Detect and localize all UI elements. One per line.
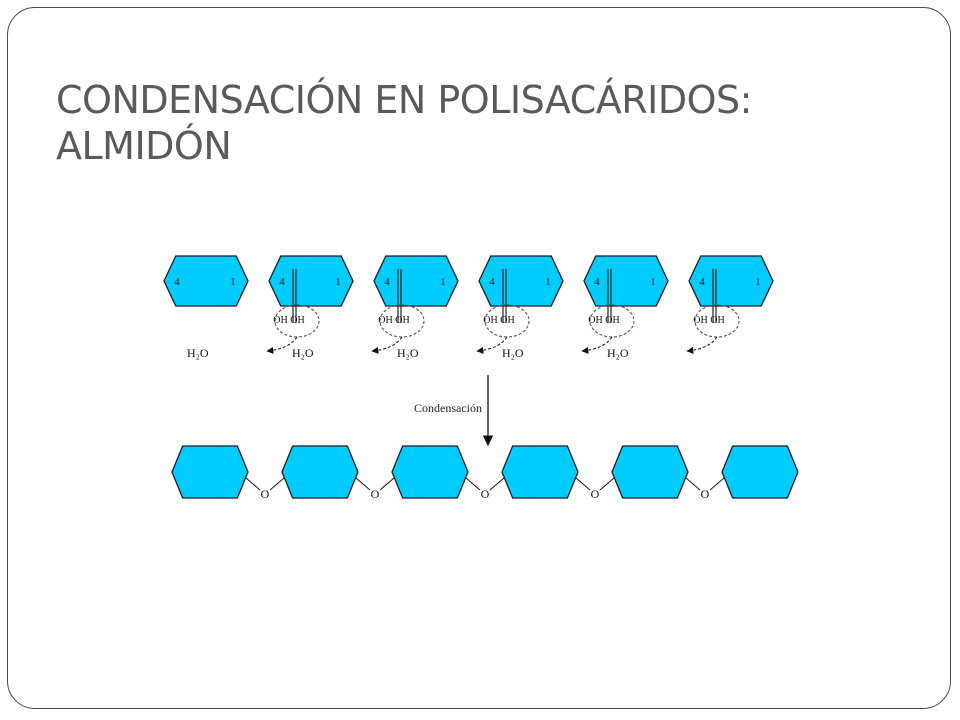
hydroxyl-pair-label: OH OH: [693, 315, 724, 326]
glucose-ring: [163, 255, 249, 307]
hydroxyl-pair-label: OH OH: [273, 315, 304, 326]
reaction-arrow: Condensación: [414, 375, 494, 447]
glucose-ring: [478, 255, 564, 307]
slide-title: CONDENSACIÓN EN POLISACÁRIDOS: ALMIDÓN: [56, 78, 876, 169]
carbon-4-label: 4: [279, 276, 285, 288]
carbon-1-label: 1: [545, 276, 551, 288]
glycosidic-bond: O: [685, 477, 725, 501]
hydroxyl-pair-label: OH OH: [378, 315, 409, 326]
glucose-ring: [501, 445, 579, 499]
bond-line: [575, 477, 591, 491]
glycosidic-bond: O: [575, 477, 615, 501]
carbon-1-label: 1: [440, 276, 446, 288]
bond-line: [599, 477, 615, 491]
carbon-4-label: 4: [384, 276, 390, 288]
water-release-arrow: [266, 336, 298, 354]
hydroxyl-row: OH OH OH OH OH OH OH OH OH OH: [266, 269, 740, 354]
slide-frame: [7, 7, 951, 709]
title-line-2: ALMIDÓN: [56, 123, 232, 168]
title-line-1: CONDENSACIÓN EN POLISACÁRIDOS:: [56, 78, 752, 122]
hydroxyl-circle: [589, 304, 635, 338]
water-release-arrow: [476, 336, 508, 354]
bond-line: [465, 477, 481, 491]
bond-line: [245, 477, 261, 491]
carbon-1-label: 1: [230, 276, 236, 288]
glucose-ring: [373, 255, 459, 307]
water-molecule-label: H₂O: [292, 346, 314, 360]
carbon-1-label: 1: [650, 276, 656, 288]
bond-line: [269, 477, 285, 491]
carbon-1-label: 1: [755, 276, 761, 288]
glucose-ring: [171, 445, 249, 499]
hydroxyl-circle: [694, 304, 740, 338]
bridge-oxygen-label: O: [701, 487, 710, 501]
glucose-ring: [281, 445, 359, 499]
carbon-1-label: 1: [335, 276, 341, 288]
water-molecule-label: H₂O: [397, 346, 419, 360]
reaction-label: Condensación: [414, 401, 482, 415]
glycosidic-junction: OH OH: [581, 269, 635, 354]
hydroxyl-circle: [484, 304, 530, 338]
glycosidic-bond: O: [355, 477, 395, 501]
glucose-ring: [391, 445, 469, 499]
hydroxyl-circle: [274, 304, 320, 338]
glycosidic-junction: OH OH: [476, 269, 530, 354]
bond-line: [379, 477, 395, 491]
glucose-ring: [268, 255, 354, 307]
glucose-ring: [688, 255, 774, 307]
glycosidic-bond: O: [245, 477, 285, 501]
glucose-ring: [583, 255, 669, 307]
bridge-oxygen-label: O: [371, 487, 380, 501]
glycosidic-junction: OH OH: [266, 269, 320, 354]
bond-line: [709, 477, 725, 491]
water-release-arrow: [686, 336, 718, 354]
bridge-oxygen-label: O: [261, 487, 270, 501]
bond-line: [489, 477, 505, 491]
glycosidic-bond: O: [465, 477, 505, 501]
carbon-4-label: 4: [594, 276, 600, 288]
water-molecule-label: H₂O: [187, 346, 209, 360]
water-release-arrow: [371, 336, 403, 354]
hydroxyl-pair-label: OH OH: [588, 315, 619, 326]
carbon-4-label: 4: [174, 276, 180, 288]
water-release-arrow: [581, 336, 613, 354]
carbon-4-label: 4: [489, 276, 495, 288]
carbon-4-label: 4: [699, 276, 705, 288]
glucose-ring: [721, 445, 799, 499]
glycosidic-junction: OH OH: [371, 269, 425, 354]
hydroxyl-circle: [379, 304, 425, 338]
bridge-oxygen-label: O: [591, 487, 600, 501]
water-molecule-label: H₂O: [607, 346, 629, 360]
bond-line: [355, 477, 371, 491]
glucose-ring: [611, 445, 689, 499]
water-molecule-label: H₂O: [502, 346, 524, 360]
bond-line: [685, 477, 701, 491]
water-row: H₂O H₂O H₂O H₂O H₂O: [187, 346, 629, 360]
bridge-oxygen-label: O: [481, 487, 490, 501]
glycosidic-junction: OH OH: [686, 269, 740, 354]
hydroxyl-pair-label: OH OH: [483, 315, 514, 326]
